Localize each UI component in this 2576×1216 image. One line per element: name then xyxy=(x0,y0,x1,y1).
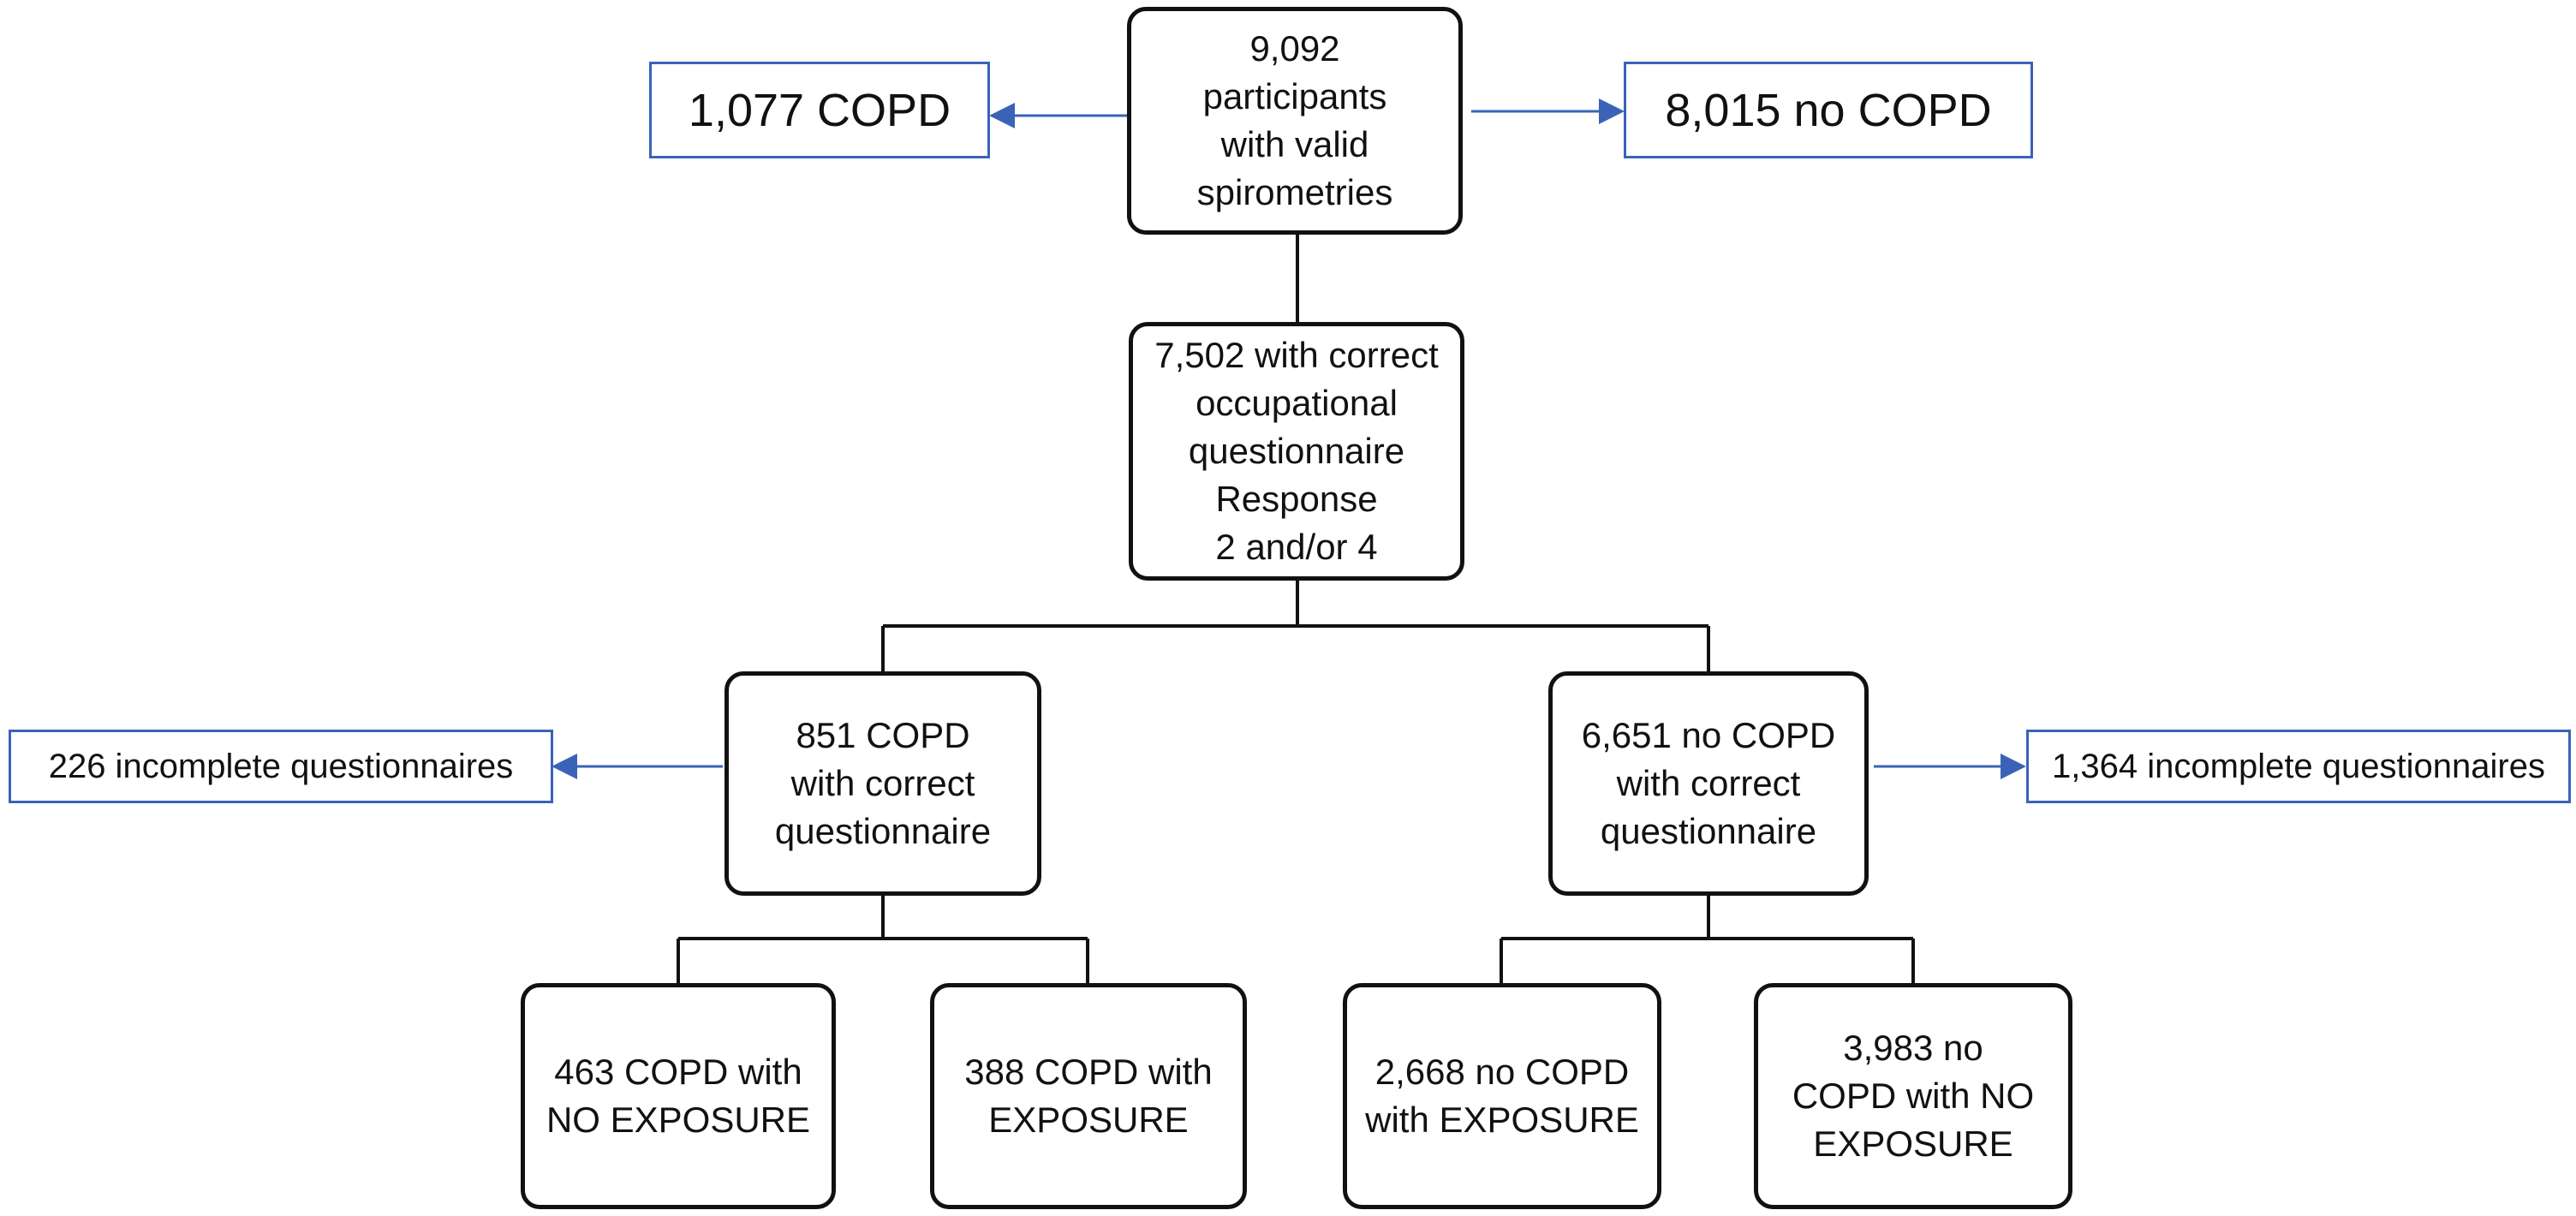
node-line: 7,502 with correct xyxy=(1154,335,1439,375)
node-line: questionnaire xyxy=(774,811,992,851)
node-no-copd-outcome: 8,015 no COPD xyxy=(1624,62,2033,158)
node-line: with correct xyxy=(1616,763,1801,803)
node-line: COPD with NO xyxy=(1792,1076,2035,1116)
node-no-copd-exposure-text: 2,668 no COPD with EXPOSURE xyxy=(1365,1048,1639,1144)
node-copd-outcome: 1,077 COPD xyxy=(649,62,990,158)
node-no-copd-with-correct-questionnaire-text: 6,651 no COPD with correct questionnaire xyxy=(1582,712,1836,855)
node-copd-exposure-text: 388 COPD with EXPOSURE xyxy=(964,1048,1212,1144)
node-valid-spirometries: 9,092 participants with valid spirometri… xyxy=(1127,7,1463,235)
node-line: 9,092 xyxy=(1249,28,1340,69)
node-line: questionnaire xyxy=(1188,431,1405,471)
node-line: participants xyxy=(1202,76,1387,116)
node-correct-occupational-questionnaire-text: 7,502 with correct occupational question… xyxy=(1154,331,1439,571)
node-line: 3,983 no xyxy=(1843,1028,1983,1068)
node-no-copd-incomplete-label: 1,364 incomplete questionnaires xyxy=(2052,748,2545,785)
node-copd-no-exposure-text: 463 COPD with NO EXPOSURE xyxy=(546,1048,810,1144)
node-valid-spirometries-text: 9,092 participants with valid spirometri… xyxy=(1197,25,1393,217)
node-correct-occupational-questionnaire: 7,502 with correct occupational question… xyxy=(1129,322,1464,581)
node-copd-incomplete-questionnaires: 226 incomplete questionnaires xyxy=(9,730,553,803)
node-line: with correct xyxy=(790,763,975,803)
node-no-copd-exposure: 2,668 no COPD with EXPOSURE xyxy=(1343,983,1661,1209)
node-line: 2 and/or 4 xyxy=(1215,527,1378,567)
node-line: 6,651 no COPD xyxy=(1581,715,1836,755)
node-no-copd-with-correct-questionnaire: 6,651 no COPD with correct questionnaire xyxy=(1548,671,1869,896)
node-line: 463 COPD with xyxy=(554,1052,802,1092)
node-line: with valid xyxy=(1220,124,1369,164)
node-line: EXPOSURE xyxy=(988,1100,1189,1140)
node-copd-with-correct-questionnaire: 851 COPD with correct questionnaire xyxy=(724,671,1041,896)
node-line: spirometries xyxy=(1196,172,1393,212)
node-no-copd-incomplete-questionnaires: 1,364 incomplete questionnaires xyxy=(2026,730,2571,803)
node-line: 851 COPD xyxy=(796,715,970,755)
node-line: NO EXPOSURE xyxy=(546,1100,811,1140)
node-line: Response xyxy=(1215,479,1378,519)
node-line: with EXPOSURE xyxy=(1365,1100,1639,1140)
node-copd-incomplete-label: 226 incomplete questionnaires xyxy=(48,748,514,785)
node-line: 2,668 no COPD xyxy=(1374,1052,1630,1092)
node-line: 388 COPD with xyxy=(964,1052,1213,1092)
node-copd-no-exposure: 463 COPD with NO EXPOSURE xyxy=(521,983,836,1209)
node-line: questionnaire xyxy=(1600,811,1817,851)
node-no-copd-no-exposure-text: 3,983 no COPD with NO EXPOSURE xyxy=(1792,1024,2034,1168)
node-copd-outcome-label: 1,077 COPD xyxy=(688,84,951,136)
node-line: occupational xyxy=(1196,383,1398,423)
node-no-copd-outcome-label: 8,015 no COPD xyxy=(1665,84,1992,136)
node-copd-exposure: 388 COPD with EXPOSURE xyxy=(930,983,1247,1209)
node-no-copd-no-exposure: 3,983 no COPD with NO EXPOSURE xyxy=(1754,983,2072,1209)
node-copd-with-correct-questionnaire-text: 851 COPD with correct questionnaire xyxy=(775,712,991,855)
node-line: EXPOSURE xyxy=(1813,1124,2013,1164)
